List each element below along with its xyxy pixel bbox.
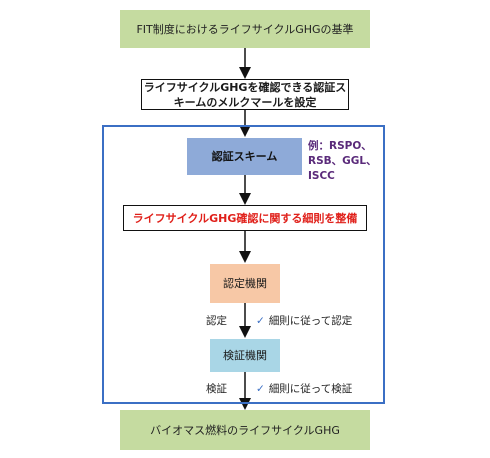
accreditation-note-text: 細則に従って認定 [268,315,353,327]
accreditation-body-box: 認定機関 [210,264,280,303]
verification-body-box: 検証機関 [210,339,280,372]
verification-body-label: 検証機関 [223,349,267,362]
certification-scheme-frame [102,125,385,404]
verification-note-text: 細則に従って検証 [268,383,353,395]
accreditation-note: ✓細則に従って認定 [256,313,352,328]
biomass-ghg-box: バイオマス燃料のライフサイクルGHG [120,410,370,450]
verification-edge-label: 検証 [206,383,227,395]
check-icon: ✓ [256,383,265,395]
scheme-examples-line2: RSB、GGL、 [308,155,377,167]
set-milestone-line1: ライフサイクルGHGを確認できる認証ス [143,80,347,94]
biomass-ghg-label: バイオマス燃料のライフサイクルGHG [150,423,340,437]
scheme-examples-line1: 例：RSPO、 [308,140,372,152]
set-milestone-box: ライフサイクルGHGを確認できる認証ス キームのメルクマールを設定 [141,79,349,110]
accreditation-body-label: 認定機関 [223,277,267,290]
scheme-examples: 例：RSPO、 RSB、GGL、 ISCC [308,139,377,184]
rules-box: ライフサイクルGHG確認に関する細則を整備 [123,205,367,231]
accreditation-edge-label: 認定 [206,315,227,327]
certification-scheme-box: 認証スキーム [187,138,302,175]
scheme-examples-line3: ISCC [308,170,335,182]
fit-criteria-label: FIT制度におけるライフサイクルGHGの基準 [136,22,354,36]
verification-note: ✓細則に従って検証 [256,381,352,396]
certification-scheme-label: 認証スキーム [211,150,278,163]
fit-criteria-box: FIT制度におけるライフサイクルGHGの基準 [120,10,370,48]
rules-label: ライフサイクルGHG確認に関する細則を整備 [132,211,358,225]
check-icon: ✓ [256,315,265,327]
set-milestone-line2: キームのメルクマールを設定 [173,95,317,109]
